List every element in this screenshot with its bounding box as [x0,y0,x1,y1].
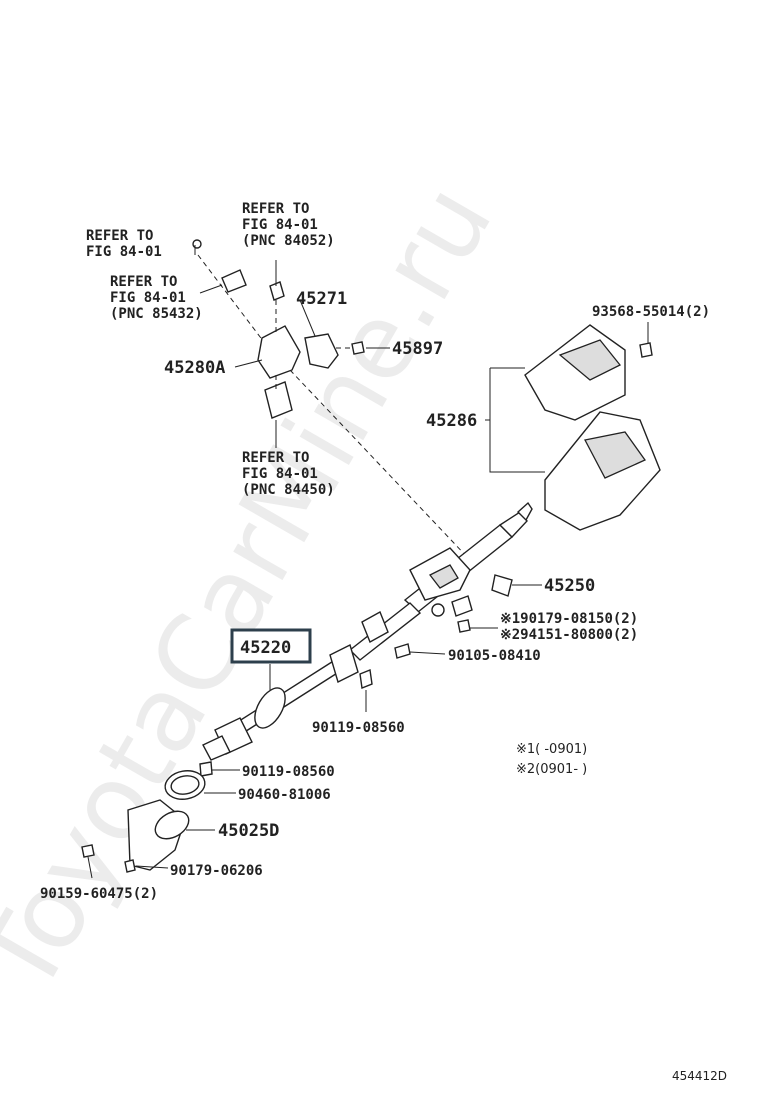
part-label-90105[interactable]: 90105-08410 [448,648,541,664]
part-label-90460[interactable]: 90460-81006 [238,787,331,803]
ref2-line1: REFER TO [110,274,177,290]
part-label-45271[interactable]: 45271 [296,289,347,309]
reference-label-1: REFER TO FIG 84-01 [86,228,162,260]
steering-column-drawing [81,254,533,873]
switch-assembly-drawing [192,239,365,419]
part-label-93568[interactable]: 93568-55014(2) [592,304,710,320]
ref4-line1: REFER TO [242,450,309,466]
part-label-45897[interactable]: 45897 [392,339,443,359]
part-label-294151[interactable]: ※294151-80800(2) [500,627,638,643]
ref3-line3: (PNC 84052) [242,233,335,249]
ref4-line3: (PNC 84450) [242,482,335,498]
ref1-line2: FIG 84-01 [86,244,162,260]
column-cover-drawing [489,324,661,531]
part-label-45025d[interactable]: 45025D [218,821,279,841]
part-label-90159[interactable]: 90159-60475(2) [40,886,158,902]
part-label-45286[interactable]: 45286 [426,411,477,431]
reference-label-2: REFER TO FIG 84-01 (PNC 85432) [110,274,203,322]
ref4-line2: FIG 84-01 [242,466,318,482]
part-label-190179[interactable]: ※190179-08150(2) [500,611,638,627]
reference-label-4: REFER TO FIG 84-01 (PNC 84450) [242,450,335,498]
footnote-2: ※2(0901- ) [516,762,587,777]
figure-id: 454412D [672,1069,727,1083]
ref2-line3: (PNC 85432) [110,306,203,322]
ref3-line2: FIG 84-01 [242,217,318,233]
part-label-45220-highlight[interactable]: 45220 [230,628,312,664]
ref2-line2: FIG 84-01 [110,290,186,306]
reference-label-3: REFER TO FIG 84-01 (PNC 84052) [242,201,335,249]
part-label-90179[interactable]: 90179-06206 [170,863,263,879]
ref1-line1: REFER TO [86,228,153,244]
footnote-1: ※1( -0901) [516,742,587,757]
part-label-45220[interactable]: 45220 [240,638,291,658]
leader-lines [87,245,649,879]
ref3-line1: REFER TO [242,201,309,217]
part-label-90119-lower[interactable]: 90119-08560 [242,764,335,780]
part-label-45250[interactable]: 45250 [544,576,595,596]
part-label-45280a[interactable]: 45280A [164,358,225,378]
part-label-90119-upper[interactable]: 90119-08560 [312,720,405,736]
